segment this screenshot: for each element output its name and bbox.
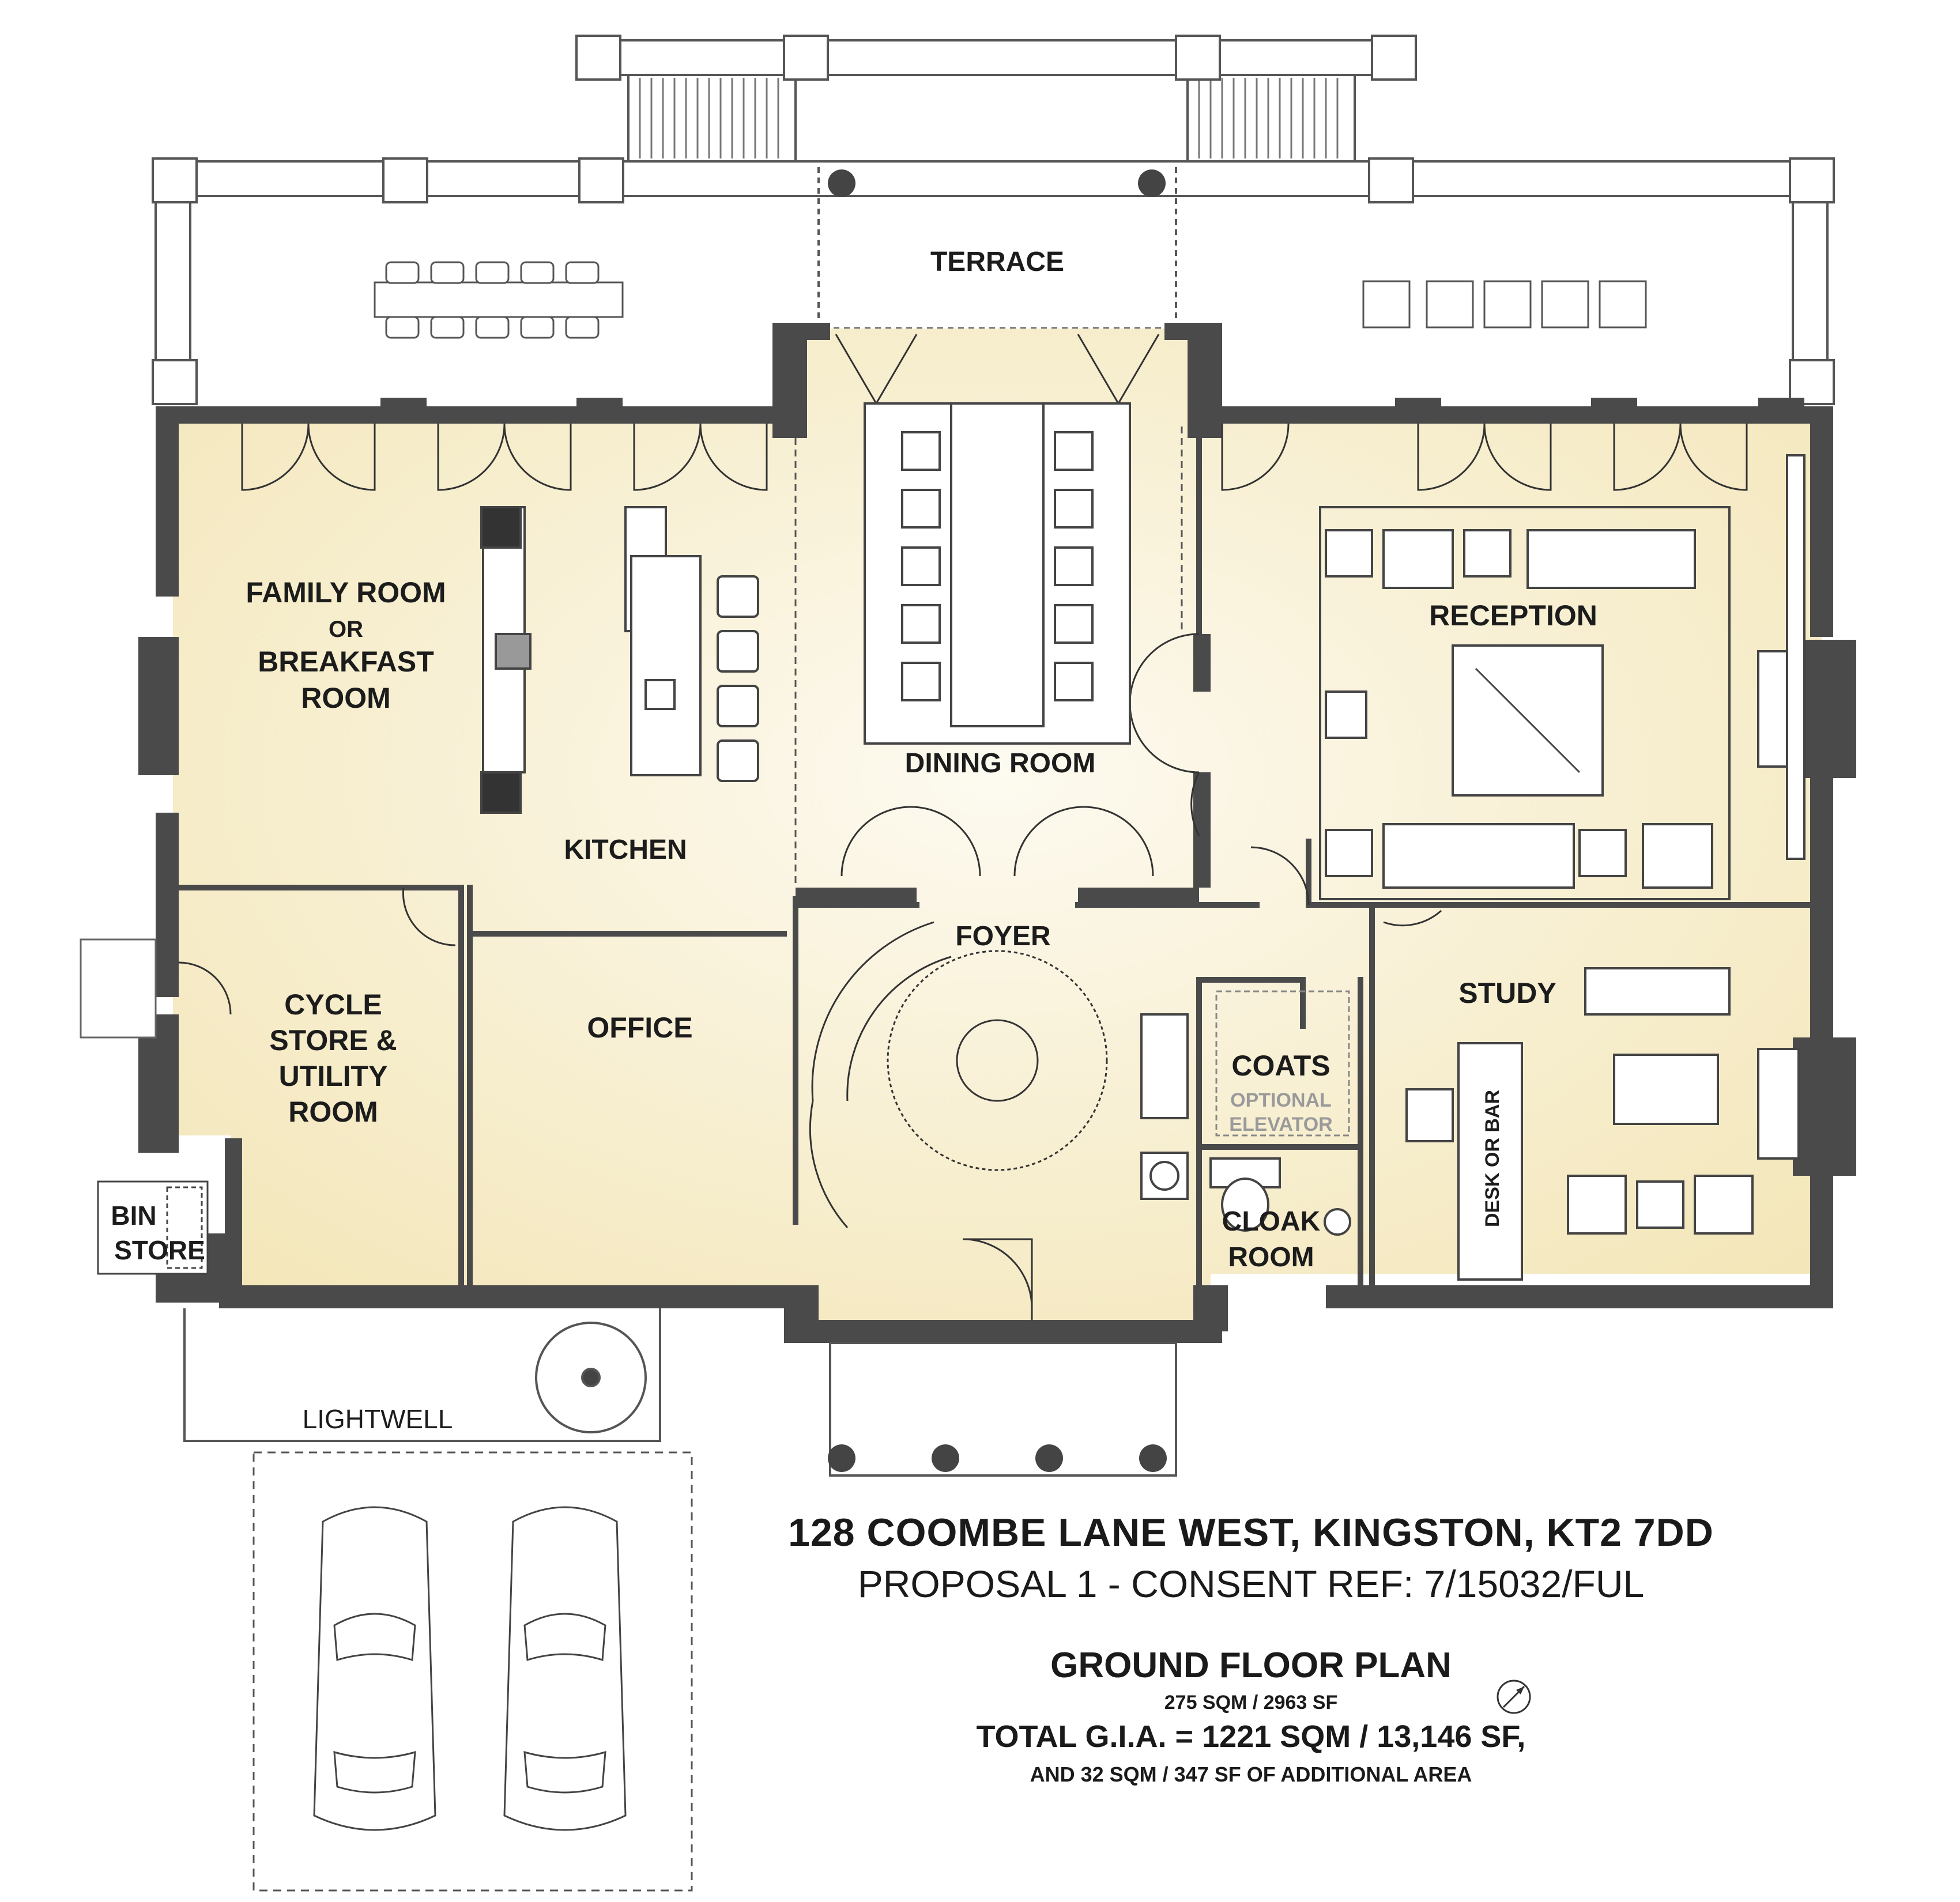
label-lightwell: LIGHTWELL bbox=[303, 1404, 453, 1434]
label-coats: COATS bbox=[1231, 1050, 1330, 1082]
floor-area: 275 SQM / 2963 SF bbox=[1164, 1692, 1338, 1714]
label-study: STUDY bbox=[1458, 977, 1556, 1009]
elevator-box bbox=[1215, 990, 1350, 1137]
bin-store-outline bbox=[97, 1180, 209, 1275]
title-block: 128 COOMBE LANE WEST, KINGSTON, KT2 7DD … bbox=[680, 1510, 1822, 1787]
label-family-room: FAMILY ROOM bbox=[246, 576, 446, 609]
proposal-ref: PROPOSAL 1 - CONSENT REF: 7/15032/FUL bbox=[857, 1563, 1645, 1605]
car-left bbox=[313, 1506, 436, 1831]
reception-mirror-line bbox=[1475, 667, 1581, 773]
label-store: STORE & bbox=[269, 1024, 397, 1056]
foyer-furniture bbox=[1140, 1013, 1189, 1200]
plan-title: GROUND FLOOR PLAN bbox=[1050, 1646, 1452, 1685]
label-bin: BIN bbox=[111, 1201, 156, 1231]
door-swings bbox=[178, 334, 1748, 1320]
side-steps bbox=[80, 938, 157, 1039]
dashed-divisions bbox=[794, 427, 1183, 888]
address: 128 COOMBE LANE WEST, KINGSTON, KT2 7DD bbox=[788, 1511, 1714, 1554]
study-furniture bbox=[1405, 967, 1800, 1281]
entrance-columns bbox=[828, 1444, 1167, 1472]
kitchen-fixtures bbox=[480, 506, 759, 814]
parking-area bbox=[252, 1451, 693, 1892]
lightwell bbox=[183, 1308, 1177, 1477]
dining-furniture bbox=[864, 402, 1131, 745]
spiral-stair bbox=[809, 921, 1108, 1228]
label-terrace: TERRACE bbox=[930, 247, 1064, 277]
terrace-loungers bbox=[1362, 280, 1647, 329]
label-utility-room: ROOM bbox=[288, 1096, 378, 1128]
terrace-columns bbox=[828, 169, 1166, 197]
label-bin-store: STORE bbox=[114, 1235, 205, 1265]
label-utility: UTILITY bbox=[279, 1060, 388, 1092]
wall-piers bbox=[346, 398, 1804, 1343]
label-foyer: FOYER bbox=[955, 921, 1050, 952]
label-cloak: CLOAK bbox=[1222, 1206, 1321, 1237]
balustrade-piers bbox=[152, 35, 1835, 405]
terrace-dining-table bbox=[374, 261, 624, 339]
label-reception: RECEPTION bbox=[1429, 599, 1597, 632]
label-cloak-room: ROOM bbox=[1228, 1242, 1314, 1273]
total-gia: TOTAL G.I.A. = 1221 SQM / 13,146 SF, bbox=[976, 1719, 1526, 1754]
label-optional: OPTIONAL bbox=[1230, 1089, 1332, 1111]
car-right bbox=[503, 1506, 627, 1831]
label-dining-room: DINING ROOM bbox=[905, 748, 1096, 779]
label-elevator: ELEVATOR bbox=[1229, 1114, 1332, 1135]
label-family-or: OR bbox=[329, 617, 363, 642]
stair-treads bbox=[639, 78, 1339, 158]
reception-furniture bbox=[1319, 454, 1806, 900]
label-breakfast: BREAKFAST bbox=[258, 646, 434, 678]
label-cycle: CYCLE bbox=[284, 988, 382, 1021]
north-arrow-icon bbox=[1497, 1680, 1531, 1714]
additional-area: AND 32 SQM / 347 SF OF ADDITIONAL AREA bbox=[1030, 1763, 1472, 1786]
label-kitchen: KITCHEN bbox=[564, 835, 687, 865]
cloak-fixtures bbox=[1209, 1157, 1351, 1236]
label-office: OFFICE bbox=[587, 1012, 692, 1044]
label-desk-or-bar: DESK OR BAR bbox=[1482, 1090, 1503, 1227]
label-breakfast-room: ROOM bbox=[301, 682, 391, 714]
